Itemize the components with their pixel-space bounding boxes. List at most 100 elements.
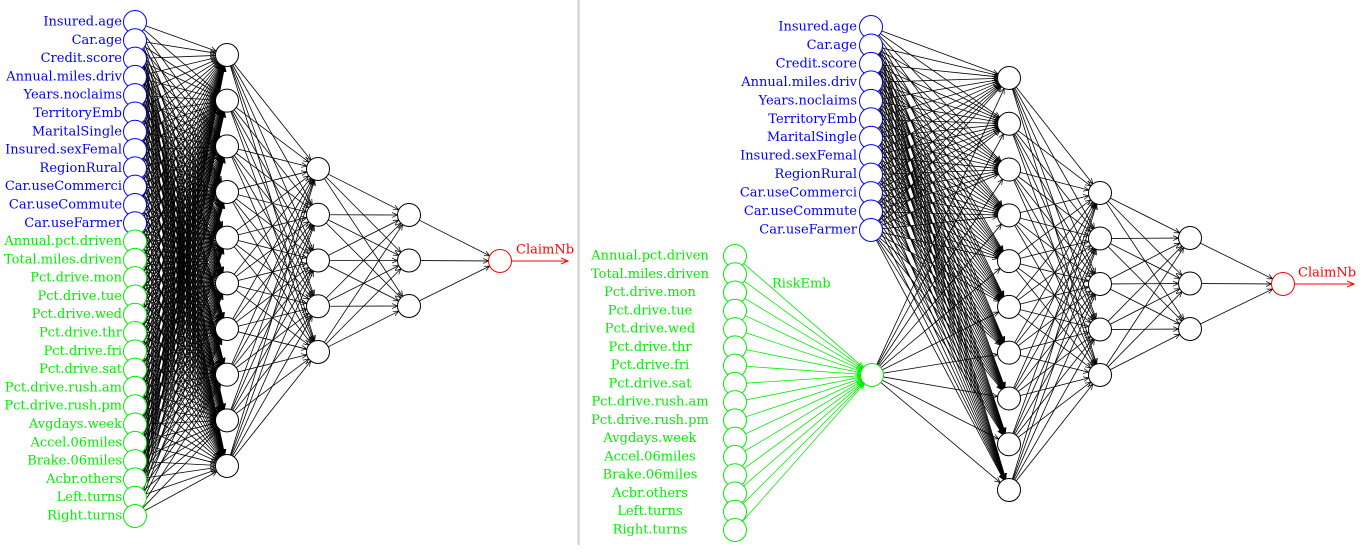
structured-input-node	[859, 218, 883, 242]
node-label: Car.useCommerci	[740, 186, 857, 201]
edge	[138, 203, 223, 433]
edge	[876, 221, 1003, 434]
hidden-node	[215, 362, 239, 387]
embedding-edge	[745, 315, 861, 371]
edge	[876, 88, 1005, 365]
edge	[141, 338, 220, 435]
left-network-edges	[136, 25, 568, 511]
edge	[882, 211, 997, 215]
edge	[880, 382, 1000, 482]
edge	[1110, 334, 1180, 371]
edge	[882, 119, 997, 124]
edge	[137, 112, 223, 396]
edge	[141, 384, 220, 489]
edge	[1012, 204, 1096, 434]
right-network-nodes	[723, 15, 1295, 542]
edge	[881, 160, 999, 211]
node-label: RegionRural	[775, 167, 857, 182]
hidden-node	[997, 203, 1021, 228]
edge	[882, 80, 997, 100]
embedding-edge	[745, 379, 861, 435]
edge	[137, 112, 225, 487]
node-label: Pct.drive.sat	[39, 362, 123, 377]
node-label: Car.age	[807, 38, 858, 53]
node-label: Brake.06miles	[603, 468, 698, 483]
edge	[882, 78, 997, 83]
node-label: Insured.age	[43, 15, 122, 30]
edge	[325, 269, 401, 345]
edge	[143, 428, 218, 491]
hidden-node	[215, 43, 239, 67]
embedding-edge	[746, 376, 860, 384]
edge	[877, 238, 1001, 390]
hidden-node	[215, 317, 239, 341]
edge	[882, 156, 997, 168]
edge	[881, 85, 998, 121]
node-label: Right.turns	[613, 523, 688, 538]
hidden-node	[215, 408, 239, 433]
node-label: Insured.sexFemal	[740, 149, 857, 164]
edge	[145, 25, 216, 51]
edge	[878, 86, 1000, 204]
edge	[328, 311, 398, 348]
embedding-edge	[744, 298, 862, 369]
edge	[139, 66, 222, 268]
edge	[138, 157, 223, 432]
edge	[139, 248, 223, 433]
edge	[138, 248, 223, 469]
edge	[1200, 242, 1272, 279]
embedding-edge	[746, 365, 860, 374]
node-label: Annual.pct.driven	[3, 234, 122, 249]
node-label: Pct.drive.rush.pm	[4, 399, 122, 414]
node-label: Car.useCommute	[9, 197, 122, 212]
node-label: Pct.drive.rush.am	[591, 395, 708, 410]
edge	[1017, 130, 1091, 186]
output-node	[488, 249, 512, 273]
hidden-node	[1178, 317, 1202, 341]
node-label: TerritoryEmb	[33, 106, 122, 121]
edge	[1013, 204, 1096, 389]
hidden-node	[997, 66, 1021, 90]
edge	[138, 66, 223, 341]
node-label: Total.miles.driven	[591, 267, 710, 282]
edge	[324, 225, 402, 343]
node-label: Car.useCommute	[744, 204, 857, 219]
node-label: Credit.score	[41, 51, 123, 66]
edge	[1011, 204, 1096, 480]
edge	[881, 129, 998, 189]
edge	[880, 235, 999, 302]
edge	[875, 184, 1004, 434]
node-label: Accel.06miles	[30, 435, 122, 450]
hidden-node	[1088, 181, 1112, 205]
embedding-edge	[744, 381, 862, 452]
node-label: Pct.drive.tue	[37, 289, 122, 304]
node-label: Car.useFarmer	[24, 216, 122, 231]
edge	[143, 109, 218, 180]
node-label: Pct.drive.rush.pm	[591, 413, 709, 428]
embedding-edge	[743, 263, 864, 368]
edge	[879, 224, 1001, 367]
edge	[882, 379, 998, 439]
embedding-edge	[742, 384, 865, 522]
node-labels: Insured.ageCar.ageCredit.scoreAnnual.mil…	[3, 15, 1356, 538]
node-label: Annual.miles.driv	[740, 75, 857, 90]
edge	[146, 102, 215, 113]
edge	[877, 165, 1003, 344]
edge	[879, 182, 1000, 299]
edge	[142, 63, 219, 143]
edge	[137, 203, 223, 487]
node-label: Acbr.others	[611, 486, 688, 501]
node-label: Pct.drive.mon	[30, 271, 122, 286]
embedding-edge	[744, 280, 862, 368]
node-label: Brake.06miles	[27, 454, 122, 469]
hidden-node	[997, 432, 1021, 457]
hidden-node	[397, 203, 421, 227]
hidden-node	[1178, 226, 1202, 250]
edge	[136, 66, 224, 487]
edge	[145, 470, 216, 495]
edge	[140, 384, 220, 507]
embedding-edge	[743, 383, 864, 487]
hidden-node	[306, 202, 330, 227]
edge	[230, 180, 314, 410]
edge	[882, 47, 998, 75]
